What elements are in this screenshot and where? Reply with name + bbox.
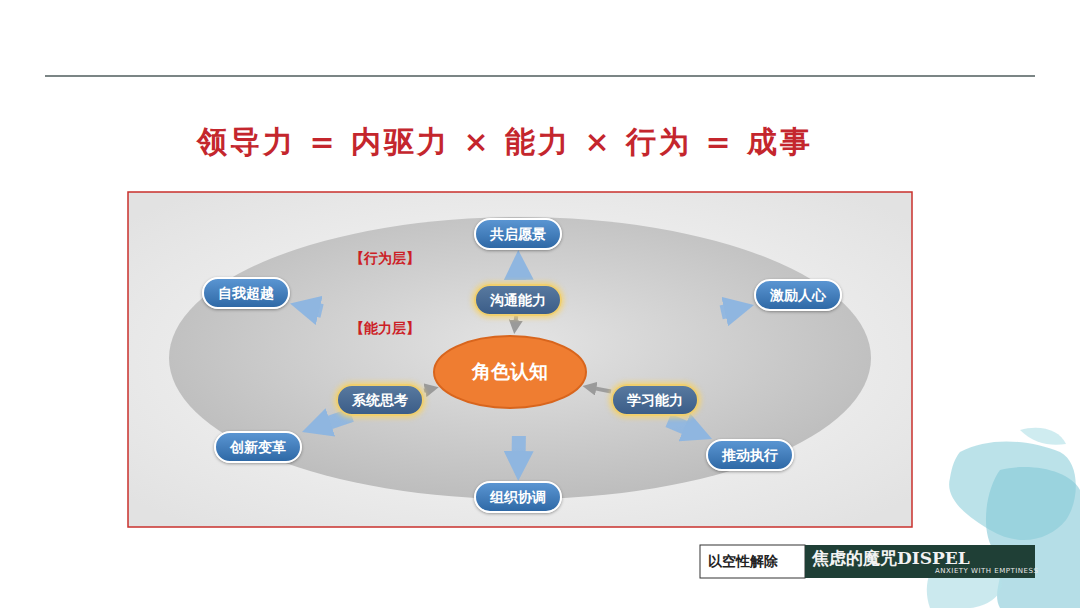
pill-label: 推动执行	[722, 447, 778, 463]
behavior-pill: 创新变革	[214, 431, 302, 463]
inward-arrow	[513, 316, 518, 324]
watermark-text: 以空性解除	[708, 553, 778, 571]
behavior-pill: 组织协调	[474, 481, 562, 513]
core-label: 角色认知	[472, 359, 548, 385]
ability-pill: 学习能力	[611, 384, 699, 416]
inward-arrow	[424, 389, 429, 390]
ability-pill: 系统思考	[336, 384, 424, 416]
pill-label: 共启愿景	[490, 226, 546, 242]
watercolor-blot	[927, 428, 1080, 608]
diagram-title: 领导力 = 内驱力 × 能力 × 行为 = 成事	[0, 122, 1010, 163]
outward-arrow	[311, 309, 322, 312]
pill-label: 学习能力	[627, 392, 683, 408]
diagram-frame	[128, 192, 912, 527]
layer-label: 【行为层】	[350, 250, 420, 268]
behavior-pill: 推动执行	[706, 439, 794, 471]
behavior-pill: 激励人心	[754, 279, 842, 311]
outward-arrow	[323, 415, 352, 425]
layer-label: 【能力层】	[350, 320, 420, 338]
pill-label: 自我超越	[218, 285, 274, 301]
behavior-pill: 自我超越	[202, 277, 290, 309]
ability-pill: 沟通能力	[474, 284, 562, 316]
pill-label: 激励人心	[770, 287, 826, 303]
outward-arrow	[668, 421, 692, 431]
outward-arrow	[512, 272, 526, 280]
outward-arrow	[721, 310, 732, 313]
header-rule	[45, 75, 1035, 77]
pill-label: 沟通能力	[490, 292, 546, 308]
pill-label: 创新变革	[230, 439, 286, 455]
watermark-subtitle: ANXIETY WITH EMPTINESS	[935, 567, 1038, 575]
behavior-pill: 共启愿景	[474, 218, 562, 250]
inward-arrow	[592, 388, 611, 392]
behavior-layer: 共启愿景自我超越 激励人心 沟通能力角色认知系统思考 学习能力 【能力层】创新变革推动执…	[168, 216, 872, 500]
watermark-brand: 焦虑的魔咒DISPEL	[812, 547, 970, 570]
outward-arrow	[512, 436, 526, 459]
core-ellipse: 角色认知	[432, 334, 588, 410]
pill-label: 系统思考	[352, 392, 408, 408]
watermark-left-panel	[700, 545, 805, 578]
pill-label: 组织协调	[490, 489, 546, 505]
